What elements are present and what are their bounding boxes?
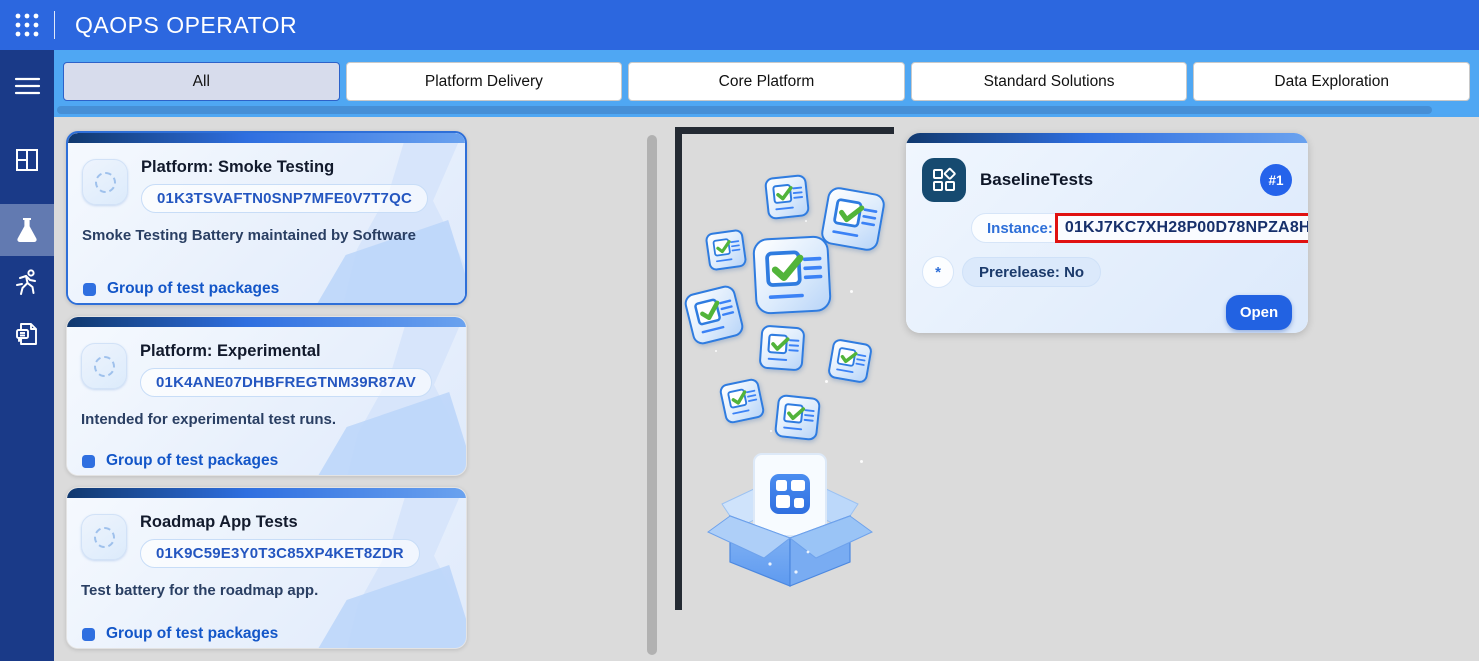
- category-tabstrip: All Platform Delivery Core Platform Stan…: [54, 50, 1479, 117]
- flask-icon: [17, 218, 37, 242]
- detail-title: BaselineTests: [980, 170, 1094, 189]
- card-top-accent: [67, 488, 466, 498]
- task-check-icon: [718, 377, 766, 425]
- open-button[interactable]: Open: [1226, 295, 1292, 330]
- card-description: Test battery for the roadmap app.: [81, 582, 319, 599]
- card-gear-icon: [82, 159, 128, 205]
- card-gear-icon: [81, 343, 127, 389]
- sidebar-menu-button[interactable]: [0, 60, 54, 112]
- waffle-icon: [15, 13, 39, 37]
- sidebar-item-runs[interactable]: [0, 256, 54, 308]
- card-top-accent: [67, 317, 466, 327]
- rank-badge: #1: [1260, 164, 1292, 196]
- tag-bullet-icon: [82, 454, 95, 468]
- task-check-icon: [773, 393, 822, 442]
- tag-label: Group of test packages: [106, 452, 279, 469]
- instance-id-highlighted: 01KJ7KC7XH28P00D78NPZA8HVM: [1054, 213, 1308, 243]
- vertical-scrollbar[interactable]: [647, 135, 657, 655]
- task-check-icon: [819, 185, 887, 253]
- card-tag: Group of test packages: [82, 625, 278, 643]
- card-platform-smoke-testing[interactable]: Platform: Smoke Testing 01K3TSVAFTN0SNP7…: [66, 131, 467, 305]
- tag-bullet-icon: [82, 627, 95, 641]
- open-box-icon: [707, 453, 873, 587]
- app-launcher-button[interactable]: [0, 0, 54, 50]
- task-check-icon: [758, 324, 806, 372]
- card-title: Roadmap App Tests: [140, 513, 298, 531]
- task-check-icon: [752, 235, 832, 315]
- task-check-icon: [826, 337, 874, 385]
- card-title: Platform: Smoke Testing: [141, 158, 335, 176]
- tag-bullet-icon: [83, 282, 96, 296]
- task-check-icon: [682, 283, 746, 347]
- sidebar: [0, 50, 54, 661]
- runner-icon: [16, 269, 36, 295]
- card-top-accent: [906, 133, 1308, 143]
- tab-data-exploration[interactable]: Data Exploration: [1193, 62, 1470, 101]
- card-tag: Group of test packages: [83, 280, 279, 298]
- card-id-pill: 01K9C59E3Y0T3C85XP4KET8ZDR: [140, 539, 420, 568]
- card-description: Intended for experimental test runs.: [81, 411, 337, 428]
- card-tag: Group of test packages: [82, 452, 278, 470]
- sidebar-item-tests[interactable]: [0, 204, 54, 256]
- card-description: Smoke Testing Battery maintained by Soft…: [82, 227, 416, 244]
- components-icon: [922, 158, 966, 202]
- main-content: Platform: Smoke Testing 01K3TSVAFTN0SNP7…: [54, 117, 1479, 661]
- instance-pill: Instance: 01KJ7KC7XH28P00D78NPZA8HVM: [971, 213, 1308, 243]
- star-icon: *: [922, 256, 954, 288]
- tag-label: Group of test packages: [107, 280, 280, 297]
- instance-label: Instance:: [987, 219, 1053, 237]
- prerelease-pill: Prerelease: No: [962, 257, 1102, 287]
- card-platform-experimental[interactable]: Platform: Experimental 01K4ANE07DHBFREGT…: [66, 316, 467, 476]
- card-gear-icon: [81, 514, 127, 560]
- tab-all[interactable]: All: [63, 62, 340, 101]
- task-check-icon: [704, 228, 748, 272]
- card-roadmap-app-tests[interactable]: Roadmap App Tests 01K9C59E3Y0T3C85XP4KET…: [66, 487, 467, 649]
- tab-platform-delivery[interactable]: Platform Delivery: [345, 62, 623, 101]
- horizontal-scrollbar[interactable]: [57, 106, 1432, 114]
- sidebar-item-layout[interactable]: [0, 134, 54, 186]
- test-group-list: Platform: Smoke Testing 01K3TSVAFTN0SNP7…: [66, 131, 467, 649]
- tab-core-platform[interactable]: Core Platform: [628, 62, 905, 101]
- card-title: Platform: Experimental: [140, 342, 321, 360]
- document-chat-icon: [16, 323, 37, 345]
- empty-state-illustration: [675, 130, 915, 630]
- card-top-accent: [68, 133, 465, 143]
- tag-label: Group of test packages: [106, 625, 279, 642]
- detail-card-baselinetests: BaselineTests #1 Instance: 01KJ7KC7XH28P…: [906, 133, 1308, 333]
- card-id-pill: 01K3TSVAFTN0SNP7MFE0V7T7QC: [141, 184, 428, 213]
- tab-standard-solutions[interactable]: Standard Solutions: [910, 62, 1188, 101]
- layout-grid-icon: [16, 149, 38, 171]
- header-divider: [54, 11, 55, 39]
- app-header: QAOPS OPERATOR: [0, 0, 1479, 50]
- app-title: QAOPS OPERATOR: [75, 11, 298, 38]
- task-check-icon: [763, 173, 811, 221]
- card-id-pill: 01K4ANE07DHBFREGTNM39R87AV: [140, 368, 432, 397]
- sidebar-item-reports[interactable]: [0, 308, 54, 360]
- hamburger-icon: [14, 77, 40, 95]
- drop-zone-frame: [675, 127, 894, 610]
